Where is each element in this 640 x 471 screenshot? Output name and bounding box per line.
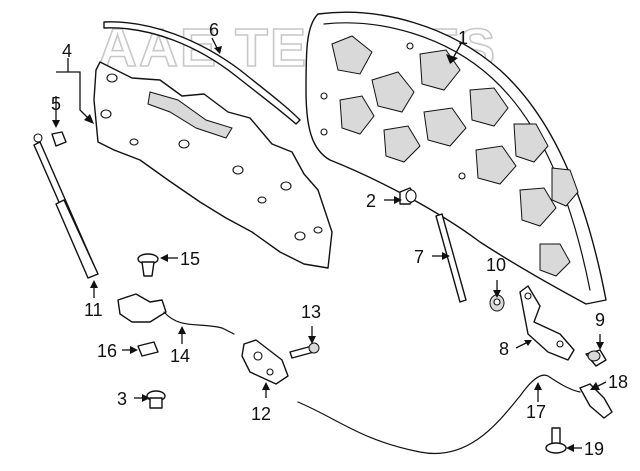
part-13-latch-bolt xyxy=(289,342,320,359)
part-2-hood-bumper xyxy=(399,187,417,205)
part-14-latch-bracket xyxy=(117,293,235,335)
callout-17: 17 xyxy=(526,402,546,422)
callout-5: 5 xyxy=(51,94,61,114)
part-19-stud xyxy=(545,427,567,454)
callout-18: 18 xyxy=(608,372,628,392)
callout-4: 4 xyxy=(62,41,72,61)
part-3-bumper-stop xyxy=(146,390,166,409)
part-1-hood-panel xyxy=(305,11,607,305)
part-8-hood-hinge xyxy=(519,285,575,361)
callout-3: 3 xyxy=(117,389,127,409)
callout-6: 6 xyxy=(209,20,219,40)
part-15-push-pin xyxy=(137,253,159,277)
callout-19: 19 xyxy=(584,439,604,459)
callout-8: 8 xyxy=(499,339,509,359)
callout-16: 16 xyxy=(97,341,117,361)
part-17-release-cable xyxy=(297,374,581,455)
callout-13: 13 xyxy=(301,302,321,322)
callout-7: 7 xyxy=(414,247,424,267)
part-18-cable-end xyxy=(579,383,613,419)
part-5-retainer-clip xyxy=(51,131,67,147)
callout-15: 15 xyxy=(180,249,200,269)
part-12-hood-latch xyxy=(241,339,289,385)
part-16-cable-clip xyxy=(137,341,159,357)
part-6-hood-seal xyxy=(103,21,301,125)
part-9-hinge-bolt xyxy=(585,349,607,367)
part-11-hood-strut xyxy=(33,133,99,279)
leader-lines xyxy=(52,37,607,452)
callout-11: 11 xyxy=(84,300,103,320)
part-4-hood-insulator xyxy=(93,61,333,269)
callout-1: 1 xyxy=(458,28,468,48)
callout-9: 9 xyxy=(595,310,605,330)
part-7-prop-rod xyxy=(435,213,467,303)
callout-2: 2 xyxy=(366,191,376,211)
callout-10: 10 xyxy=(486,255,506,275)
callout-14: 14 xyxy=(170,346,190,366)
callout-12: 12 xyxy=(251,404,271,424)
